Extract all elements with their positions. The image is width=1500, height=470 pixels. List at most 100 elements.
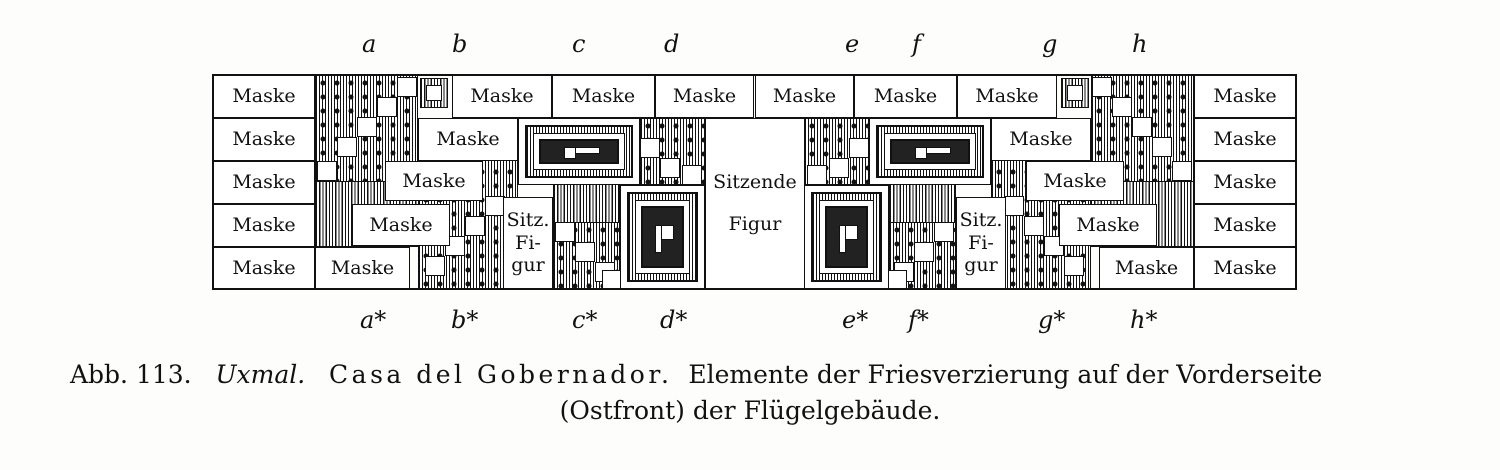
mask-label: Maske bbox=[1043, 169, 1107, 192]
white-step-square bbox=[357, 117, 377, 137]
white-step-square bbox=[555, 222, 575, 242]
bottom-letter-label: g* bbox=[1038, 306, 1066, 334]
fi-label: Fi- bbox=[515, 231, 541, 254]
caption-line-2: (Ostfront) der Flügelgebäude. bbox=[559, 396, 941, 425]
mask-panel-right: Maske bbox=[1026, 161, 1124, 201]
seated-figure-panel-right: Sitz.Fi-gur bbox=[956, 197, 1006, 289]
mask-panel-left: Maske bbox=[655, 75, 754, 118]
place-name: Uxmal. bbox=[215, 360, 306, 389]
white-step-square bbox=[1172, 161, 1192, 181]
mask-label: Maske bbox=[232, 85, 296, 108]
bottom-letter-label: b* bbox=[451, 306, 479, 334]
frieze-frame bbox=[212, 74, 1297, 290]
white-step-square bbox=[660, 158, 680, 178]
mask-panel-right: Maske bbox=[1194, 75, 1296, 118]
sitz-label: Sitz. bbox=[959, 208, 1003, 231]
bottom-letter-label: a* bbox=[360, 306, 387, 334]
mask-label: Maske bbox=[232, 171, 296, 194]
mask-panel-right: Maske bbox=[1194, 118, 1296, 161]
building-name: Casa del Gobernador. bbox=[329, 360, 673, 389]
spiral-meander-panel bbox=[869, 118, 991, 185]
mask-label: Maske bbox=[369, 213, 433, 236]
mask-panel-left: Maske bbox=[213, 118, 315, 161]
mask-label: Maske bbox=[1213, 85, 1277, 108]
bottom-letter-label: d* bbox=[660, 306, 688, 334]
top-letter-label: e bbox=[845, 30, 860, 58]
white-step-square bbox=[465, 216, 485, 236]
white-step-square bbox=[1112, 97, 1132, 117]
mask-label: Maske bbox=[232, 214, 296, 237]
mask-panel-left: Maske bbox=[385, 161, 483, 201]
white-step-square bbox=[1024, 216, 1044, 236]
mask-panel-left: Maske bbox=[452, 75, 552, 118]
mask-label: Maske bbox=[1213, 128, 1277, 151]
caption-line-1: Abb. 113. Uxmal. Casa del Gobernador. El… bbox=[70, 360, 1322, 389]
gur-label: gur bbox=[511, 254, 545, 277]
bottom-letter-label: e* bbox=[842, 306, 869, 334]
white-step-square bbox=[425, 256, 445, 276]
mask-panel-left: Maske bbox=[418, 118, 518, 161]
mask-label: Maske bbox=[1213, 214, 1277, 237]
white-step-square bbox=[914, 242, 934, 262]
mask-label: Maske bbox=[470, 85, 534, 108]
top-letter-label: h bbox=[1132, 30, 1148, 58]
top-letter-label: g bbox=[1042, 30, 1058, 58]
spiral-meander-panel bbox=[804, 185, 889, 289]
center-label-2: Figur bbox=[728, 212, 782, 235]
spiral-meander-panel bbox=[620, 185, 705, 289]
mask-label: Maske bbox=[1076, 213, 1140, 236]
mask-label: Maske bbox=[571, 85, 636, 108]
white-step-square bbox=[377, 97, 397, 117]
white-step-square bbox=[682, 165, 702, 185]
small-meander-icon bbox=[1061, 78, 1089, 108]
white-step-square bbox=[1152, 137, 1172, 157]
white-step-square bbox=[849, 138, 869, 158]
mask-panel-left: Maske bbox=[213, 204, 315, 247]
white-step-square bbox=[640, 138, 660, 158]
figure-number: Abb. 113. bbox=[70, 360, 192, 389]
small-meander-icon bbox=[420, 78, 448, 108]
white-step-square bbox=[829, 158, 849, 178]
sitz-label: Sitz. bbox=[506, 208, 550, 231]
mask-panel-right: Maske bbox=[991, 118, 1091, 161]
center-label-1: Sitzende bbox=[713, 170, 797, 193]
white-step-square bbox=[807, 165, 827, 185]
mask-label: Maske bbox=[1009, 128, 1073, 151]
mask-label: Maske bbox=[1114, 256, 1179, 279]
bottom-letter-label: f* bbox=[908, 306, 929, 334]
top-letter-label: d bbox=[664, 30, 680, 58]
white-step-square bbox=[445, 236, 465, 256]
white-step-square bbox=[575, 242, 595, 262]
mask-label: Maske bbox=[232, 256, 296, 279]
top-letter-label: f bbox=[912, 30, 921, 58]
mask-panel-right: Maske bbox=[957, 75, 1057, 118]
white-step-square bbox=[337, 137, 357, 157]
white-step-square bbox=[1132, 117, 1152, 137]
bottom-letter-label: h* bbox=[1130, 306, 1158, 334]
gur-label: gur bbox=[964, 254, 998, 277]
spiral-meander-panel bbox=[518, 118, 640, 185]
mask-panel-left: Maske bbox=[213, 247, 315, 289]
top-letter-label: b bbox=[452, 30, 468, 58]
top-letter-label: a bbox=[362, 30, 377, 58]
mask-label: Maske bbox=[232, 128, 296, 151]
caption-description: Elemente der Friesverzierung auf der Vor… bbox=[688, 360, 1323, 389]
mask-label: Maske bbox=[330, 256, 395, 279]
top-letter-label: c bbox=[572, 30, 586, 58]
mask-label: Maske bbox=[1213, 256, 1277, 279]
bottom-letter-label: c* bbox=[572, 306, 598, 334]
mask-panel-right: Maske bbox=[1059, 204, 1157, 246]
mask-panel-right: Maske bbox=[1194, 204, 1296, 247]
white-step-square bbox=[1064, 256, 1084, 276]
mask-label: Maske bbox=[672, 85, 737, 108]
mask-label: Maske bbox=[975, 85, 1039, 108]
fi-label: Fi- bbox=[968, 231, 994, 254]
mask-panel-right: Maske bbox=[1194, 161, 1296, 204]
mask-panel-left: Maske bbox=[213, 161, 315, 204]
mask-label: Maske bbox=[772, 85, 837, 108]
mask-panel-left: Maske bbox=[315, 247, 410, 289]
white-step-square bbox=[317, 161, 337, 181]
mask-label: Maske bbox=[1213, 171, 1277, 194]
